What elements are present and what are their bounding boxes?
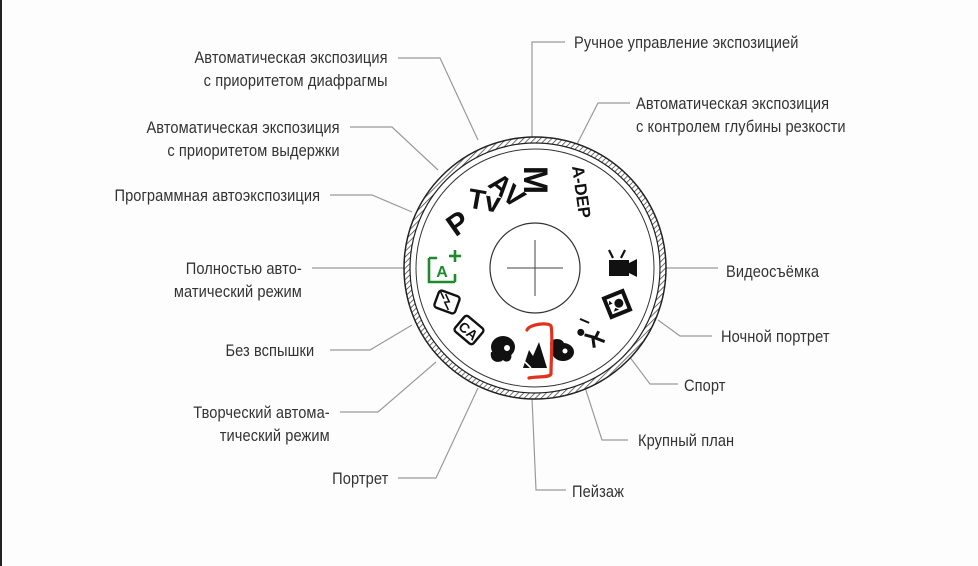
label-p-line-1: Программная автоэкспозиция — [114, 186, 320, 205]
leader-flash-off — [330, 324, 413, 351]
label-flash-off: Без вспышки — [225, 339, 314, 362]
leader-lines — [312, 41, 718, 491]
label-a-dep: Автоматическая экспозиция с контролем гл… — [636, 92, 846, 138]
label-a-dep-line-2: с контролем глубины резкости — [636, 117, 846, 136]
label-sports: Спорт — [684, 374, 726, 397]
label-av-line-1: Автоматическая экспозиция — [194, 48, 388, 67]
red-annotation-mark — [525, 322, 554, 380]
label-sports-line-1: Спорт — [684, 376, 726, 395]
mode-landscape-icon — [523, 342, 547, 369]
label-full-auto-line-2: матический режим — [173, 282, 302, 301]
mode-full-auto-icon: A — [427, 250, 461, 284]
label-landscape: Пейзаж — [572, 480, 624, 503]
label-flash-off-line-1: Без вспышки — [225, 341, 314, 360]
label-landscape-line-1: Пейзаж — [572, 482, 624, 501]
label-night-portrait-line-1: Ночной портрет — [721, 327, 830, 346]
mode-sports-icon — [577, 318, 606, 348]
mode-m-glyph: M — [516, 166, 554, 194]
label-full-auto: Полностью авто- матический режим — [174, 257, 302, 303]
label-av-line-2: с приоритетом диафрагмы — [204, 71, 388, 90]
leader-p — [330, 194, 413, 213]
leader-close-up — [581, 377, 628, 441]
leader-tv — [350, 126, 439, 171]
leader-creative-auto — [340, 361, 437, 413]
leader-sports — [625, 351, 678, 385]
label-portrait-line-1: Портрет — [331, 469, 388, 488]
label-tv: Автоматическая экспозиция с приоритетом … — [147, 116, 340, 162]
label-close-up: Крупный план — [638, 429, 734, 452]
label-creative-auto: Творческий автома- тический режим — [193, 401, 330, 447]
mode-portrait-icon — [490, 336, 515, 362]
mode-dial: M AV Tv P A-DEP A CA — [403, 136, 667, 400]
mode-tv-glyph: Tv — [466, 183, 504, 219]
leader-m — [531, 41, 565, 140]
label-tv-line-1: Автоматическая экспозиция — [146, 118, 340, 137]
label-p: Программная автоэкспозиция — [114, 184, 320, 207]
mode-night-portrait-icon — [601, 288, 633, 320]
label-night-portrait: Ночной портрет — [721, 325, 830, 348]
label-full-auto-line-1: Полностью авто- — [185, 259, 302, 278]
mode-creative-auto-icon: CA — [453, 314, 485, 346]
leader-portrait — [398, 387, 479, 479]
svg-text:A: A — [436, 264, 448, 281]
mode-close-up-icon — [550, 339, 574, 361]
leader-night-portrait — [657, 319, 712, 337]
mode-movie-icon — [608, 249, 637, 277]
label-creative-auto-line-2: тический режим — [219, 426, 330, 445]
leader-av — [398, 57, 479, 141]
mode-flash-off-icon — [433, 289, 461, 315]
label-m-line-1: Ручное управление экспозицией — [574, 33, 799, 52]
label-m: Ручное управление экспозицией — [574, 31, 799, 54]
label-movie: Видеосъёмка — [726, 260, 819, 283]
label-close-up-line-1: Крупный план — [638, 431, 735, 450]
image-left-border — [0, 0, 2, 566]
label-tv-line-2: с приоритетом выдержки — [167, 141, 340, 160]
label-a-dep-line-1: Автоматическая экспозиция — [636, 94, 830, 113]
label-movie-line-1: Видеосъёмка — [726, 262, 820, 281]
leader-landscape — [531, 397, 566, 491]
leader-a-dep — [573, 102, 630, 151]
label-creative-auto-line-1: Творческий автома- — [193, 403, 330, 422]
label-portrait: Портрет — [332, 467, 388, 490]
label-av: Автоматическая экспозиция с приоритетом … — [195, 46, 388, 92]
